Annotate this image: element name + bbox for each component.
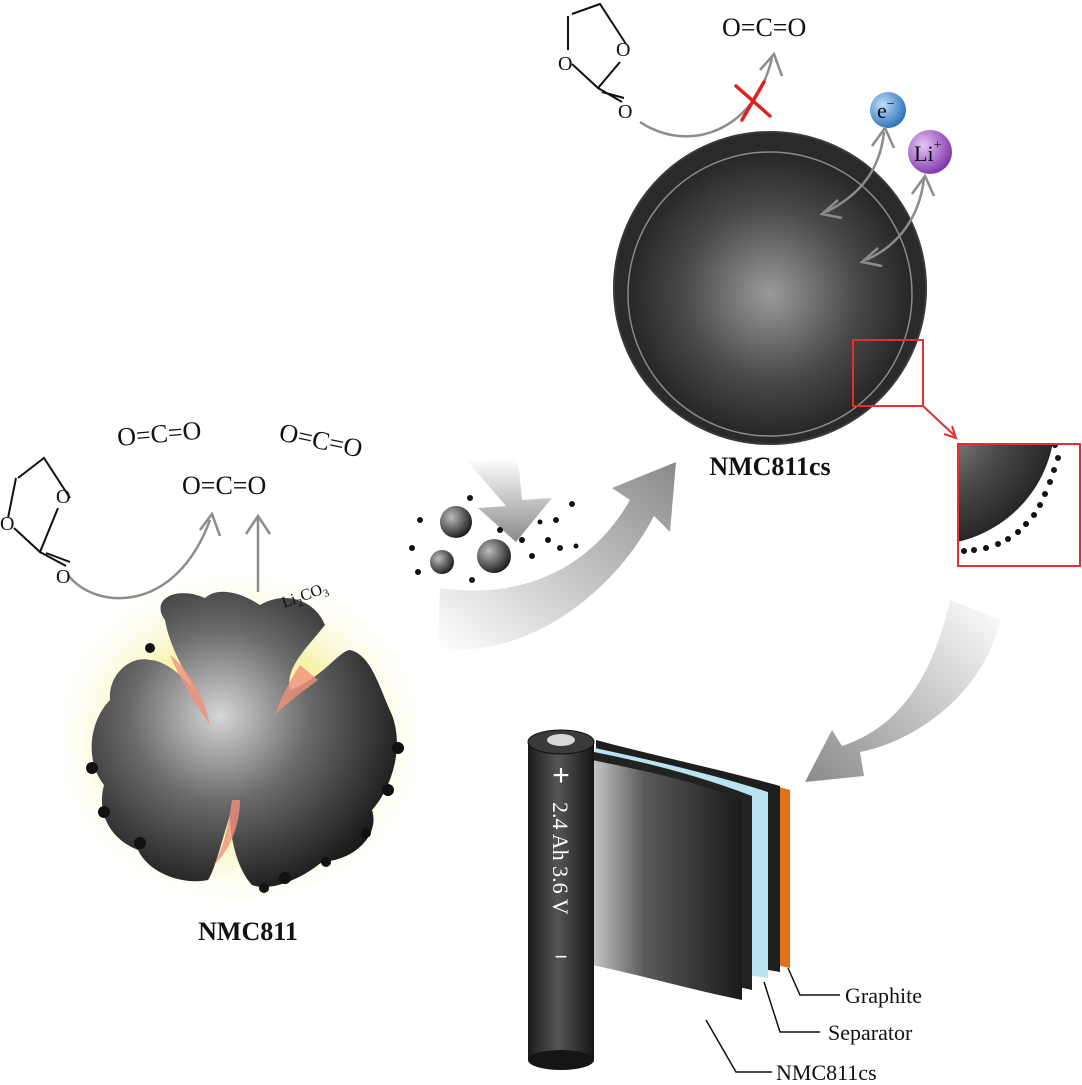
carbonyl-oxygen: O [56, 566, 70, 588]
cathode-layer [592, 760, 742, 1000]
zoom-region [852, 339, 924, 407]
ring-oxygen: O [0, 513, 14, 535]
ethylene-carbonate-icon [567, 2, 627, 103]
graphite-leader [787, 967, 840, 996]
decomposition-arrow-head [199, 511, 222, 537]
label-nmc811cs: NMC811cs [709, 452, 830, 481]
coating-down-arrow [468, 458, 552, 542]
co2-molecule: O=C=O [116, 416, 202, 452]
legend-cathode: NMC811cs [776, 1060, 877, 1085]
battery-spec: 2.4 Ah 3.6 V [548, 802, 573, 915]
co2-molecule: O=C=O [182, 471, 266, 500]
lithium-ion-icon [908, 130, 952, 174]
electron-icon [870, 92, 906, 128]
co2-molecule: O=C=O [722, 13, 806, 42]
forbidden-x-icon [734, 80, 772, 122]
electron-transport-arrow [825, 131, 886, 214]
li2co3-label: Li2CO3 [280, 579, 332, 614]
ring-oxygen: O [616, 39, 630, 61]
coating-nanoparticles [409, 495, 579, 583]
carbonyl-oxygen: O [618, 101, 632, 123]
cathode-leader [705, 1019, 772, 1073]
electron-label: e− [877, 97, 895, 123]
release-arrow-head [244, 513, 272, 535]
ring-oxygen: O [558, 53, 572, 75]
lithium-transport-arrow [865, 177, 926, 262]
assembly-arrow [805, 600, 1000, 782]
process-arrow [438, 462, 676, 650]
zoom-pointer [922, 405, 956, 437]
svg-text:Li2CO3: Li2CO3 [280, 579, 332, 614]
legend-graphite: Graphite [845, 983, 922, 1008]
particle-body [91, 591, 397, 888]
blocked-arrow-head [759, 51, 784, 77]
battery-cell-icon [527, 729, 790, 1070]
blocked-arrow [639, 57, 774, 138]
positive-terminal [547, 734, 575, 746]
separator-leader [763, 981, 820, 1033]
lithium-label: Li+ [914, 138, 942, 166]
label-nmc811: NMC811 [198, 917, 298, 946]
cell-cylinder [528, 742, 594, 1060]
battery-plus-sign: + [552, 759, 570, 792]
co2-molecule: O=C=O [277, 418, 365, 464]
battery-minus-sign: − [555, 944, 568, 969]
decomposition-arrow [67, 519, 212, 600]
crack-glow [214, 800, 240, 865]
coating-inset [957, 443, 1081, 567]
crack-glow [275, 665, 318, 715]
nmc811cs-particle [613, 131, 927, 445]
nmc811-particle [45, 563, 435, 913]
legend-separator: Separator [828, 1020, 913, 1045]
ring-oxygen: O [56, 486, 70, 508]
crack-glow [170, 655, 210, 725]
ethylene-carbonate-icon [7, 456, 71, 567]
